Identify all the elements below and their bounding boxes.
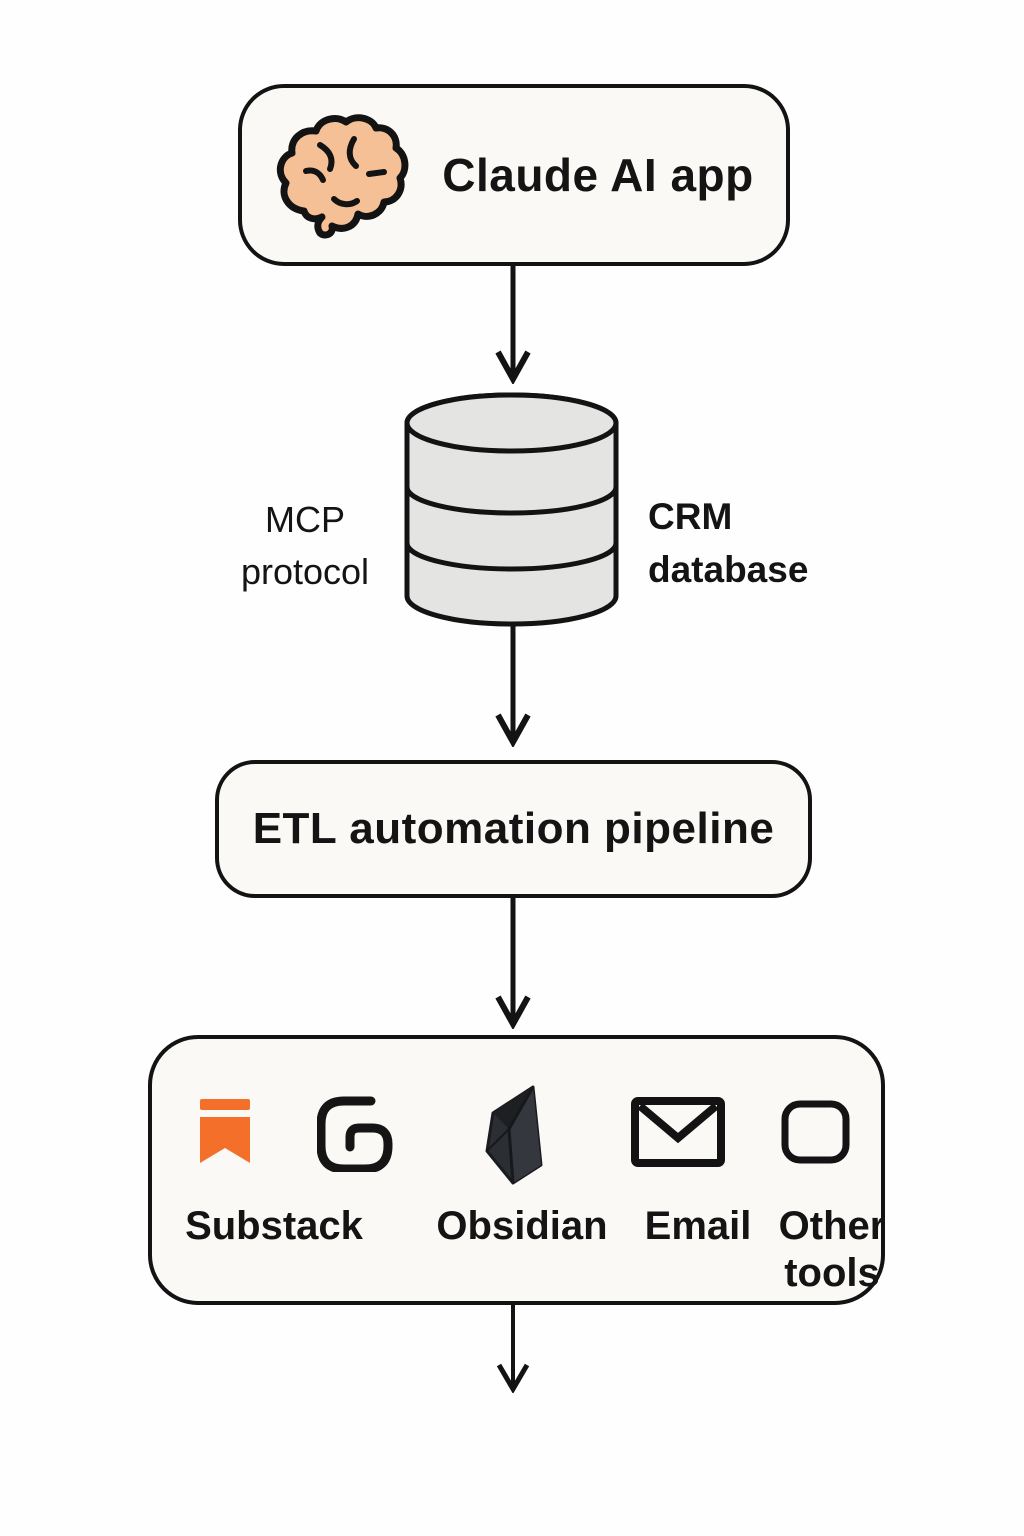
brain-icon <box>277 114 409 239</box>
crm-database-label: CRM database <box>648 490 878 596</box>
other-tools-line2: tools <box>784 1251 880 1295</box>
crm-database-line1: CRM <box>648 496 733 537</box>
other-tools-square-icon <box>781 1100 850 1164</box>
node-claude-ai-app: Claude AI app <box>238 84 790 266</box>
email-envelope-icon <box>631 1097 725 1167</box>
mcp-protocol-line2: protocol <box>240 551 370 592</box>
obsidian-gem-icon <box>485 1085 543 1185</box>
arrow-tools-output <box>496 1305 530 1393</box>
node-etl-pipeline: ETL automation pipeline <box>215 760 812 898</box>
other-tools-line1: Other <box>778 1204 886 1248</box>
arrow-database-to-etl <box>495 622 531 747</box>
etl-pipeline-label: ETL automation pipeline <box>252 804 775 853</box>
arrow-claude-to-database <box>495 266 531 384</box>
database-cylinder-icon <box>404 392 619 627</box>
mcp-protocol-label: MCP protocol <box>210 494 400 598</box>
claude-app-label: Claude AI app <box>442 149 754 201</box>
node-output-tools: Substack Obsidian Email Other tools <box>148 1035 885 1305</box>
email-label: Email <box>644 1204 752 1248</box>
g-spiral-icon <box>317 1096 393 1172</box>
other-tools-label: Other tools <box>764 1203 900 1297</box>
crm-database-line2: database <box>648 549 809 590</box>
arrow-etl-to-tools <box>495 897 531 1029</box>
obsidian-label: Obsidian <box>436 1204 608 1248</box>
substack-bookmark-icon <box>200 1099 250 1163</box>
mcp-protocol-line1: MCP <box>265 499 345 540</box>
substack-label: Substack <box>185 1204 363 1248</box>
